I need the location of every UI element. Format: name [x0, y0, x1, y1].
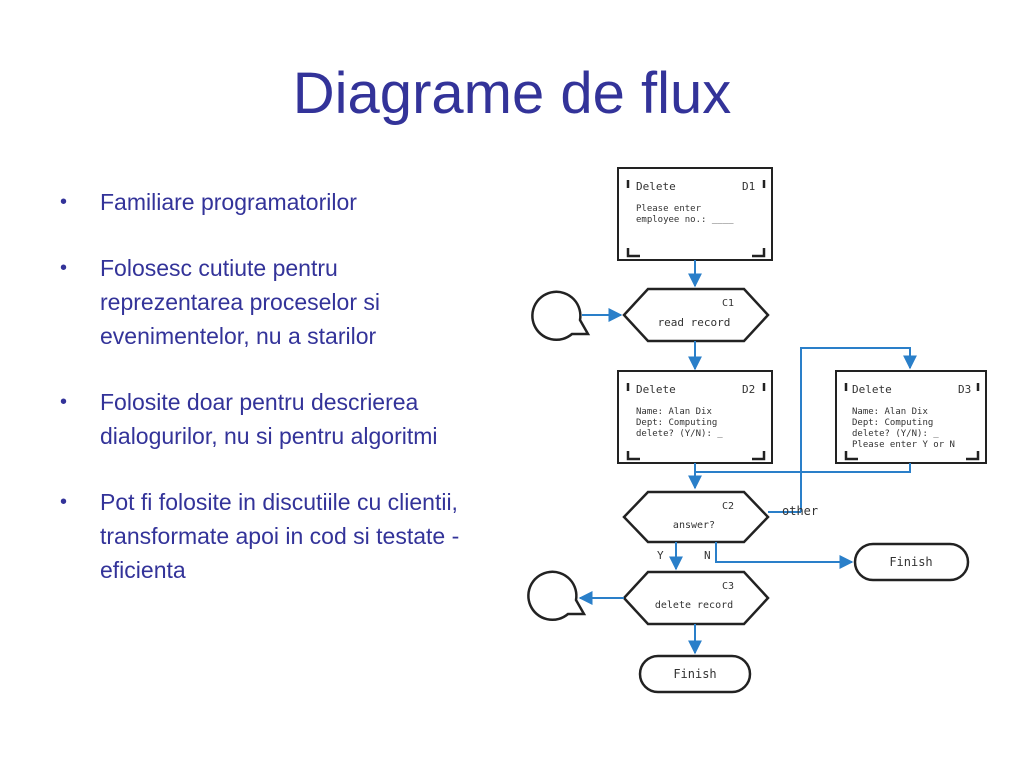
finish-bottom-label: Finish: [673, 667, 716, 681]
dialog-d3-title: Delete: [852, 383, 892, 396]
dialog-d1-id: D1: [742, 180, 755, 193]
dialog-d3-frame: [835, 370, 987, 464]
slide-title: Diagrame de flux: [292, 61, 732, 126]
edge-label-n: N: [704, 549, 711, 562]
decision-node-c2: C2 answer?: [622, 490, 770, 544]
finish-right-shape: [853, 542, 970, 582]
edge-label-y: Y: [657, 549, 664, 562]
process-c3-shape: [622, 570, 770, 626]
process-node-c3: C3 delete record: [622, 570, 770, 626]
process-c1-id: C1: [722, 298, 734, 309]
dialog-box-d1: Delete D1 Please enter employee no.: ___…: [617, 167, 773, 261]
bullet-text: Pot fi folosite in discutiile cu clienti…: [100, 489, 460, 583]
terminal-finish-bottom: Finish: [638, 654, 752, 694]
dialog-d1-line2: employee no.: ____: [636, 215, 734, 225]
dialog-d2-line1: Name: Alan Dix: [636, 407, 712, 417]
process-node-c1: C1 read record: [622, 287, 770, 343]
decision-c2-label: answer?: [673, 520, 715, 531]
arrow-c2-other-d3: [800, 347, 917, 512]
dialog-d3-line3: delete? (Y/N): _: [852, 429, 939, 439]
bullet-item: • Folosesc cutiute pentru reprezentarea p…: [60, 251, 470, 353]
dialog-d3-id: D3: [958, 383, 971, 396]
dialog-d1-frame: [617, 167, 773, 261]
bullet-list: • Familiare programatorilor • Folosesc cut…: [60, 185, 470, 619]
dialog-d2-title: Delete: [636, 383, 676, 396]
finish-bottom-shape: [638, 654, 752, 694]
arrow-c2-n-finish: [715, 542, 854, 569]
bullet-item: • Folosite doar pentru descrierea dialogu…: [60, 385, 470, 453]
dialog-d2-frame: [617, 370, 773, 464]
process-c1-shape: [622, 287, 770, 343]
dialog-d1-title: Delete: [636, 180, 676, 193]
arrow-d3-c2: [695, 463, 911, 473]
dialog-d1-line1: Please enter: [636, 204, 702, 214]
dialog-box-d2: Delete D2 Name: Alan Dix Dept: Computing…: [617, 370, 773, 464]
bullet-marker: •: [60, 191, 68, 213]
dialog-d3-line1: Name: Alan Dix: [852, 407, 928, 417]
dialog-d2-corners: [626, 383, 766, 461]
bullet-item: • Familiare programatorilor: [60, 185, 470, 219]
dialog-d1-corners: [626, 180, 766, 258]
decision-c2-shape: [622, 490, 770, 544]
process-c3-label: delete record: [655, 600, 733, 611]
bullet-marker: •: [60, 491, 68, 513]
dialog-d3-line4: Please enter Y or N: [852, 440, 955, 450]
bullet-text: Folosite doar pentru descrierea dialogur…: [100, 389, 438, 449]
bullet-text: Familiare programatorilor: [100, 189, 357, 215]
connector-loop-c1: [531, 290, 591, 342]
terminal-finish-right: Finish: [853, 542, 970, 582]
bullet-marker: •: [60, 391, 68, 413]
finish-right-label: Finish: [889, 555, 932, 569]
dialog-box-d3: Delete D3 Name: Alan Dix Dept: Computing…: [835, 370, 987, 464]
dialog-d2-line2: Dept: Computing: [636, 418, 717, 428]
edge-label-other: other: [782, 504, 818, 518]
bullet-marker: •: [60, 257, 68, 279]
dialog-d3-corners: [844, 383, 980, 461]
process-c1-label: read record: [658, 316, 731, 329]
bullet-item: • Pot fi folosite in discutiile cu client…: [60, 485, 470, 587]
process-c3-id: C3: [722, 581, 734, 592]
decision-c2-id: C2: [722, 501, 734, 512]
dialog-d2-line3: delete? (Y/N): _: [636, 429, 723, 439]
dialog-d3-line2: Dept: Computing: [852, 418, 933, 428]
connector-loop-c3: [527, 570, 587, 622]
bullet-text: Folosesc cutiute pentru reprezentarea pr…: [100, 255, 380, 349]
dialog-d2-id: D2: [742, 383, 755, 396]
